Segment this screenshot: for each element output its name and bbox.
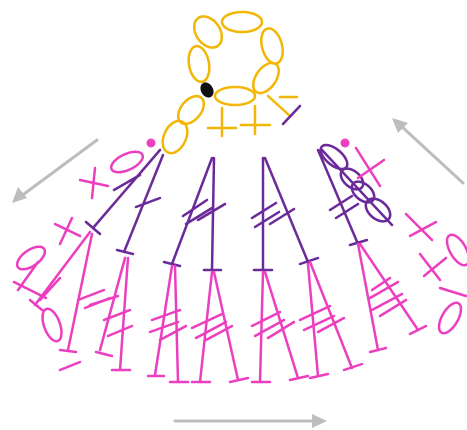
chain-stitch: [187, 44, 211, 84]
arrow-icon-left: [12, 138, 99, 203]
chain-stitch: [220, 10, 264, 34]
chain-short-stitches: [206, 94, 299, 138]
chain-ring: [161, 10, 284, 155]
slip-stitch-mark: [281, 104, 302, 126]
pink-round: [12, 146, 467, 384]
magenta-dot-icon: [340, 138, 350, 148]
purple-round: [84, 143, 394, 272]
chain-stitch: [176, 94, 206, 126]
magenta-dot-icon: [146, 138, 156, 148]
black-dot-icon: [200, 82, 214, 98]
direction-arrows: [12, 118, 465, 428]
chain-stitch: [252, 61, 280, 95]
arrow-icon-right: [392, 118, 465, 185]
chain-stitch: [161, 119, 189, 155]
arrow-icon-bottom: [173, 414, 327, 428]
chain-stitch: [192, 15, 224, 49]
chain-stitch: [260, 27, 284, 65]
chain-stitch: [213, 85, 257, 107]
